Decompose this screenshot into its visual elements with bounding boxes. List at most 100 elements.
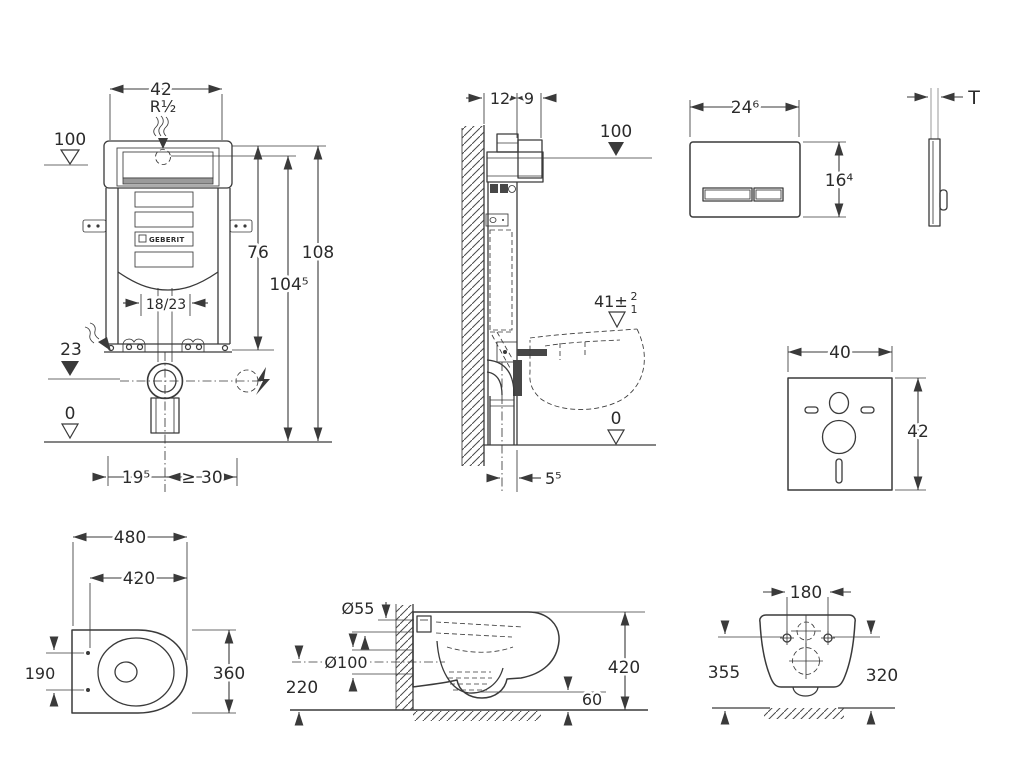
mounting-feet (104, 338, 232, 353)
pan-dashed-outline (529, 328, 645, 410)
width-label: 42 (150, 80, 172, 100)
cistern-front-view: 42 R½ (44, 78, 337, 492)
wall-bracket-right (229, 219, 253, 233)
height-76-label: 76 (247, 243, 269, 263)
outlet-sizes-label: 18/23 (146, 297, 186, 313)
dim-depth-12-9: 12 9 (466, 87, 557, 138)
mat-outline (787, 377, 893, 491)
dim-plate-height: 16⁴ (803, 141, 856, 218)
cistern-top-section (486, 151, 544, 183)
flush-plate-side-view: T (907, 85, 983, 227)
dim-plate-width: 24⁶ (689, 96, 800, 137)
rim-height-mark: 41± 2 1 (592, 289, 639, 329)
toilet-side-view: Ø55 Ø100 220 420 60 (283, 597, 648, 726)
floor-level-side-label: 0 (611, 409, 622, 429)
rim-height-label: 41± (594, 292, 628, 311)
frame-rails (105, 188, 231, 344)
flush-inlet (416, 615, 432, 633)
dim-waste-height-220: 220 (283, 645, 321, 726)
wall-bracket-left (82, 219, 107, 233)
level-mark-100-side: 100 (543, 120, 652, 159)
protection-box (517, 139, 543, 179)
outlet-offset-label: 19⁵ (122, 468, 150, 488)
ground-hatch (764, 708, 844, 719)
dim-height-108: 108 (299, 146, 337, 441)
mat-slot-bottom (835, 458, 843, 484)
plate-thickness-label: T (967, 87, 980, 109)
floor-gap-label: 60 (582, 690, 602, 709)
dim-height-104: 104⁵ (267, 156, 311, 441)
toilet-back-view: 180 355 (705, 581, 901, 725)
flush-pipe-label: Ø55 (342, 599, 375, 618)
pan-drain (114, 661, 138, 683)
mat-hole-top (828, 391, 850, 415)
pan-outline-back (759, 614, 856, 688)
level-100-label: 100 (54, 130, 86, 150)
mat-width-label: 40 (829, 343, 851, 363)
dim-bottom-offsets: 19⁵ ≥ 30 (92, 456, 238, 491)
hole-spacing-label: 190 (25, 664, 56, 683)
dim-pan-length: 480 (72, 526, 188, 660)
dim-pan-height-420: 420 (533, 611, 645, 710)
dim-height-76: 76 (232, 146, 274, 351)
pan-fixing-bar (517, 349, 547, 356)
dim-pan-width-360: 360 (192, 629, 248, 714)
flush-connection-mark (155, 149, 171, 165)
plate-button-bump (939, 189, 948, 211)
brand-logo-icon (138, 234, 147, 243)
flush-button-small (753, 187, 784, 202)
mat-height-label: 42 (907, 422, 929, 442)
electrical-connection (235, 367, 270, 395)
supply-thread-label: R½ (150, 97, 177, 116)
flush-button-large (702, 187, 753, 202)
toilet-top-view: 480 420 190 360 (22, 526, 248, 714)
floor-hatch (413, 711, 541, 721)
dim-outlet-18-23: 18/23 (123, 294, 208, 316)
back-hole-spacing-label: 180 (790, 583, 822, 603)
dim-floor-gap-60: 60 (478, 676, 606, 726)
flush-bend (513, 360, 522, 396)
dim-offset-5: 5⁵ (486, 362, 564, 494)
pan-outline-side (412, 611, 560, 699)
level-mark-100: 100 (44, 128, 89, 166)
back-height-left-label: 355 (708, 663, 740, 683)
level-mark-0-side: 0 (484, 407, 656, 446)
waste-height-label: 220 (286, 678, 318, 698)
pan-bowl (97, 637, 175, 707)
pan-length-inner-label: 420 (123, 569, 155, 589)
height-108-label: 108 (302, 243, 334, 263)
flush-plate-front-view: 24⁶ 16⁴ (689, 96, 856, 218)
brand-label: GEBERIT (149, 236, 185, 244)
outlet-height-label: 23 (60, 340, 82, 360)
floor-level-label: 0 (65, 404, 76, 424)
plate-width-label: 24⁶ (731, 98, 760, 118)
cistern-head (103, 140, 233, 189)
waste-elbow (486, 359, 515, 445)
water-supply-icon (153, 115, 169, 149)
pan-outline-top (71, 629, 188, 714)
mounting-holes (780, 631, 835, 645)
height-104-label: 104⁵ (269, 275, 308, 295)
dim-flush-pipe-55: Ø55 (339, 597, 414, 650)
waste-opening-mark (789, 643, 823, 679)
level-mark-23: 23 (48, 322, 120, 380)
rim-tol-plus-label: 2 (631, 290, 638, 303)
plate-height-label: 16⁴ (825, 171, 854, 191)
flush-opening-mark (791, 615, 821, 647)
dim-mat-width: 40 (787, 341, 893, 372)
sound-insulation-mat-view: 40 42 (787, 341, 931, 491)
mat-slot-right (860, 406, 875, 414)
flush-plate (689, 141, 801, 218)
dim-waste-pipe-100: Ø100 (322, 633, 370, 692)
dim-height-355: 355 (705, 620, 743, 725)
dim-mat-height: 42 (895, 377, 931, 491)
mat-hole-center (821, 419, 857, 455)
level-mark-0: 0 (44, 402, 332, 443)
dim-hole-spacing-190: 190 (22, 636, 84, 707)
pan-width-label: 360 (213, 664, 245, 684)
dim-width-42: 42 (109, 78, 223, 140)
lightning-icon (256, 367, 270, 395)
depth-frame-label: 12 (490, 89, 510, 108)
